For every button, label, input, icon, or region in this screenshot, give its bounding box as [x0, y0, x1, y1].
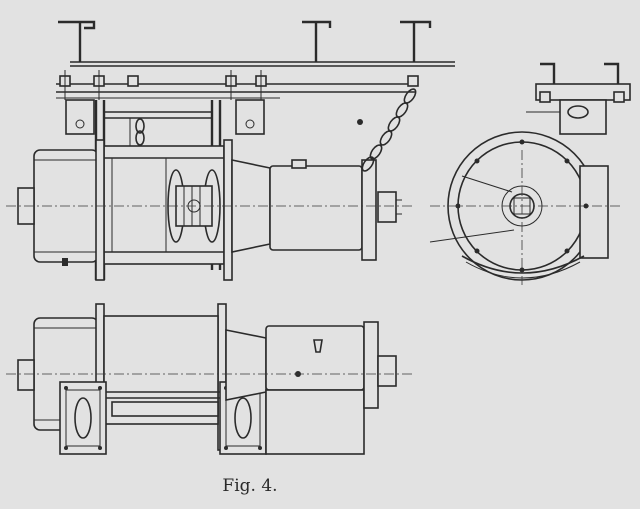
motor-body [17, 149, 99, 266]
marker-dot [357, 119, 363, 125]
figure-caption: Fig. 4. [222, 476, 278, 496]
side-plate-left [95, 139, 105, 281]
trolley-block-left [59, 381, 107, 455]
side-plate-right [223, 139, 233, 281]
clamp-bolts [59, 70, 419, 100]
wheel-housing-right [235, 99, 265, 135]
wheel-housing-left [65, 99, 95, 135]
suspension-chain [361, 88, 417, 172]
end-view [429, 62, 631, 285]
plan-view [6, 303, 412, 455]
hook-link [135, 118, 145, 146]
gear-casing [231, 159, 402, 261]
front-elevation-view [6, 20, 455, 281]
